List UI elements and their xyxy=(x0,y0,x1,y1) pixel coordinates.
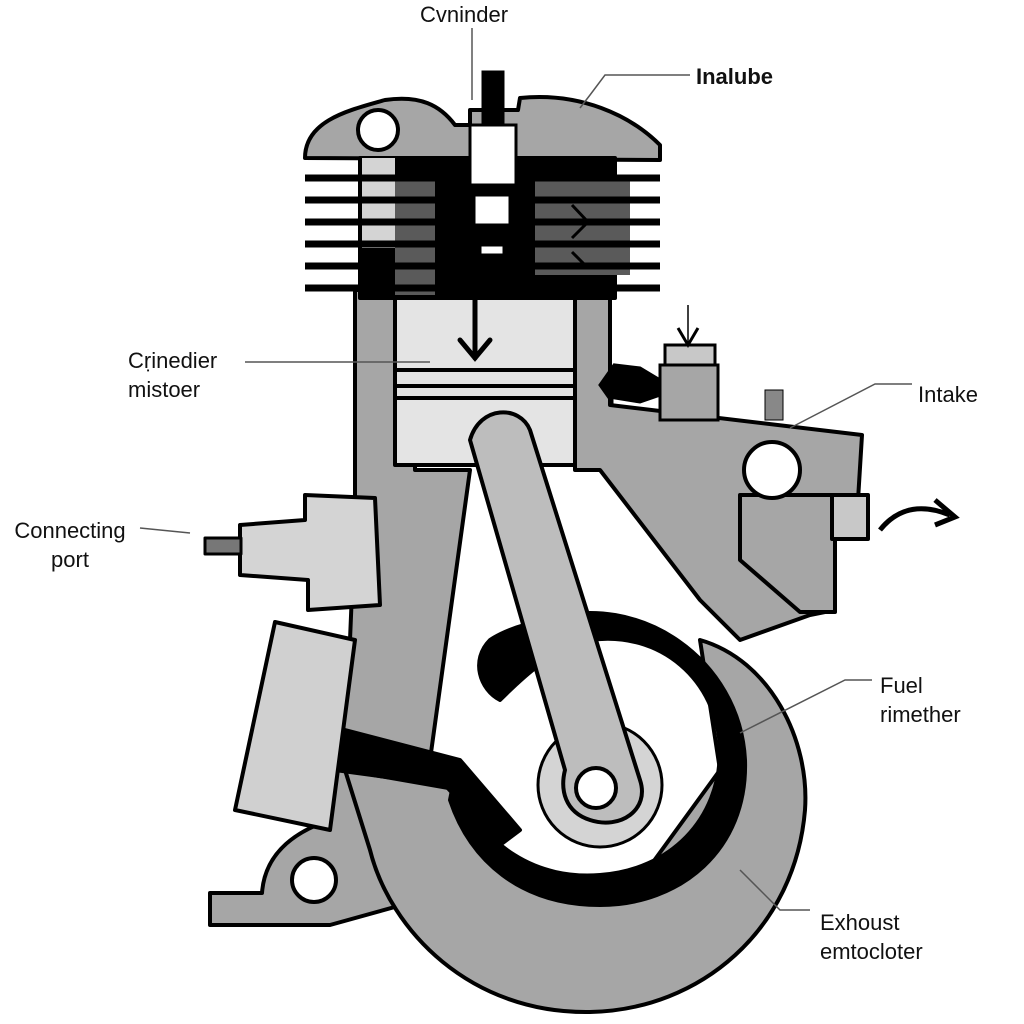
label-fuel: Fuel rimether xyxy=(880,671,961,729)
spark-plug-icon xyxy=(468,70,518,257)
exhaust-arrowhead-icon xyxy=(933,498,960,528)
piston-down-arrow-icon xyxy=(457,287,493,362)
label-line: Fuel xyxy=(880,673,923,698)
label-exhaust: Exhoust emtocloter xyxy=(820,908,923,966)
label-line: port xyxy=(51,547,89,572)
leader-intake-top xyxy=(579,74,690,109)
crank-pin xyxy=(574,766,618,810)
label-line: Exhoust xyxy=(820,910,900,935)
leader-intake-right xyxy=(789,383,912,429)
mount-hole xyxy=(742,440,802,500)
chevron-right-icon xyxy=(570,250,590,270)
label-line: rimether xyxy=(880,702,961,727)
left-lower-box xyxy=(233,620,357,832)
label-line: Cṛinedier xyxy=(128,348,218,373)
label-intake-right: Intake xyxy=(918,382,978,407)
intake-arrow-left-icon xyxy=(598,363,614,407)
head-bolt-hole xyxy=(356,108,400,152)
leader-connecting-port xyxy=(139,527,191,534)
label-connecting-port: Connecting port xyxy=(2,516,138,574)
leader-exhaust xyxy=(739,869,810,911)
label-line: Connecting xyxy=(14,518,126,543)
flywheel-black xyxy=(448,611,748,907)
label-line: emtocloter xyxy=(820,939,923,964)
mount-hole xyxy=(290,856,338,904)
port-nozzle xyxy=(203,536,243,556)
label-intake-top: Inalube xyxy=(696,64,774,89)
exhaust-flange xyxy=(830,493,870,541)
intake-pointer-head xyxy=(676,327,700,348)
intake-nozzle xyxy=(613,363,662,404)
exhaust-block xyxy=(738,493,837,614)
leader-fuel xyxy=(739,679,872,734)
left-chamber xyxy=(395,175,435,295)
exhaust-curved-arrow-icon xyxy=(878,506,951,532)
label-line: mistoer xyxy=(128,377,201,402)
connecting-rod xyxy=(468,410,644,825)
intake-valve-body xyxy=(658,363,720,422)
label-cylinder-mistoer: Cṛinedier mistoer xyxy=(128,346,217,404)
label-cylinder-top: Cvninder xyxy=(420,2,509,27)
chevron-right-icon xyxy=(570,203,591,240)
left-port-block xyxy=(238,493,382,612)
intake-filter xyxy=(764,389,784,421)
